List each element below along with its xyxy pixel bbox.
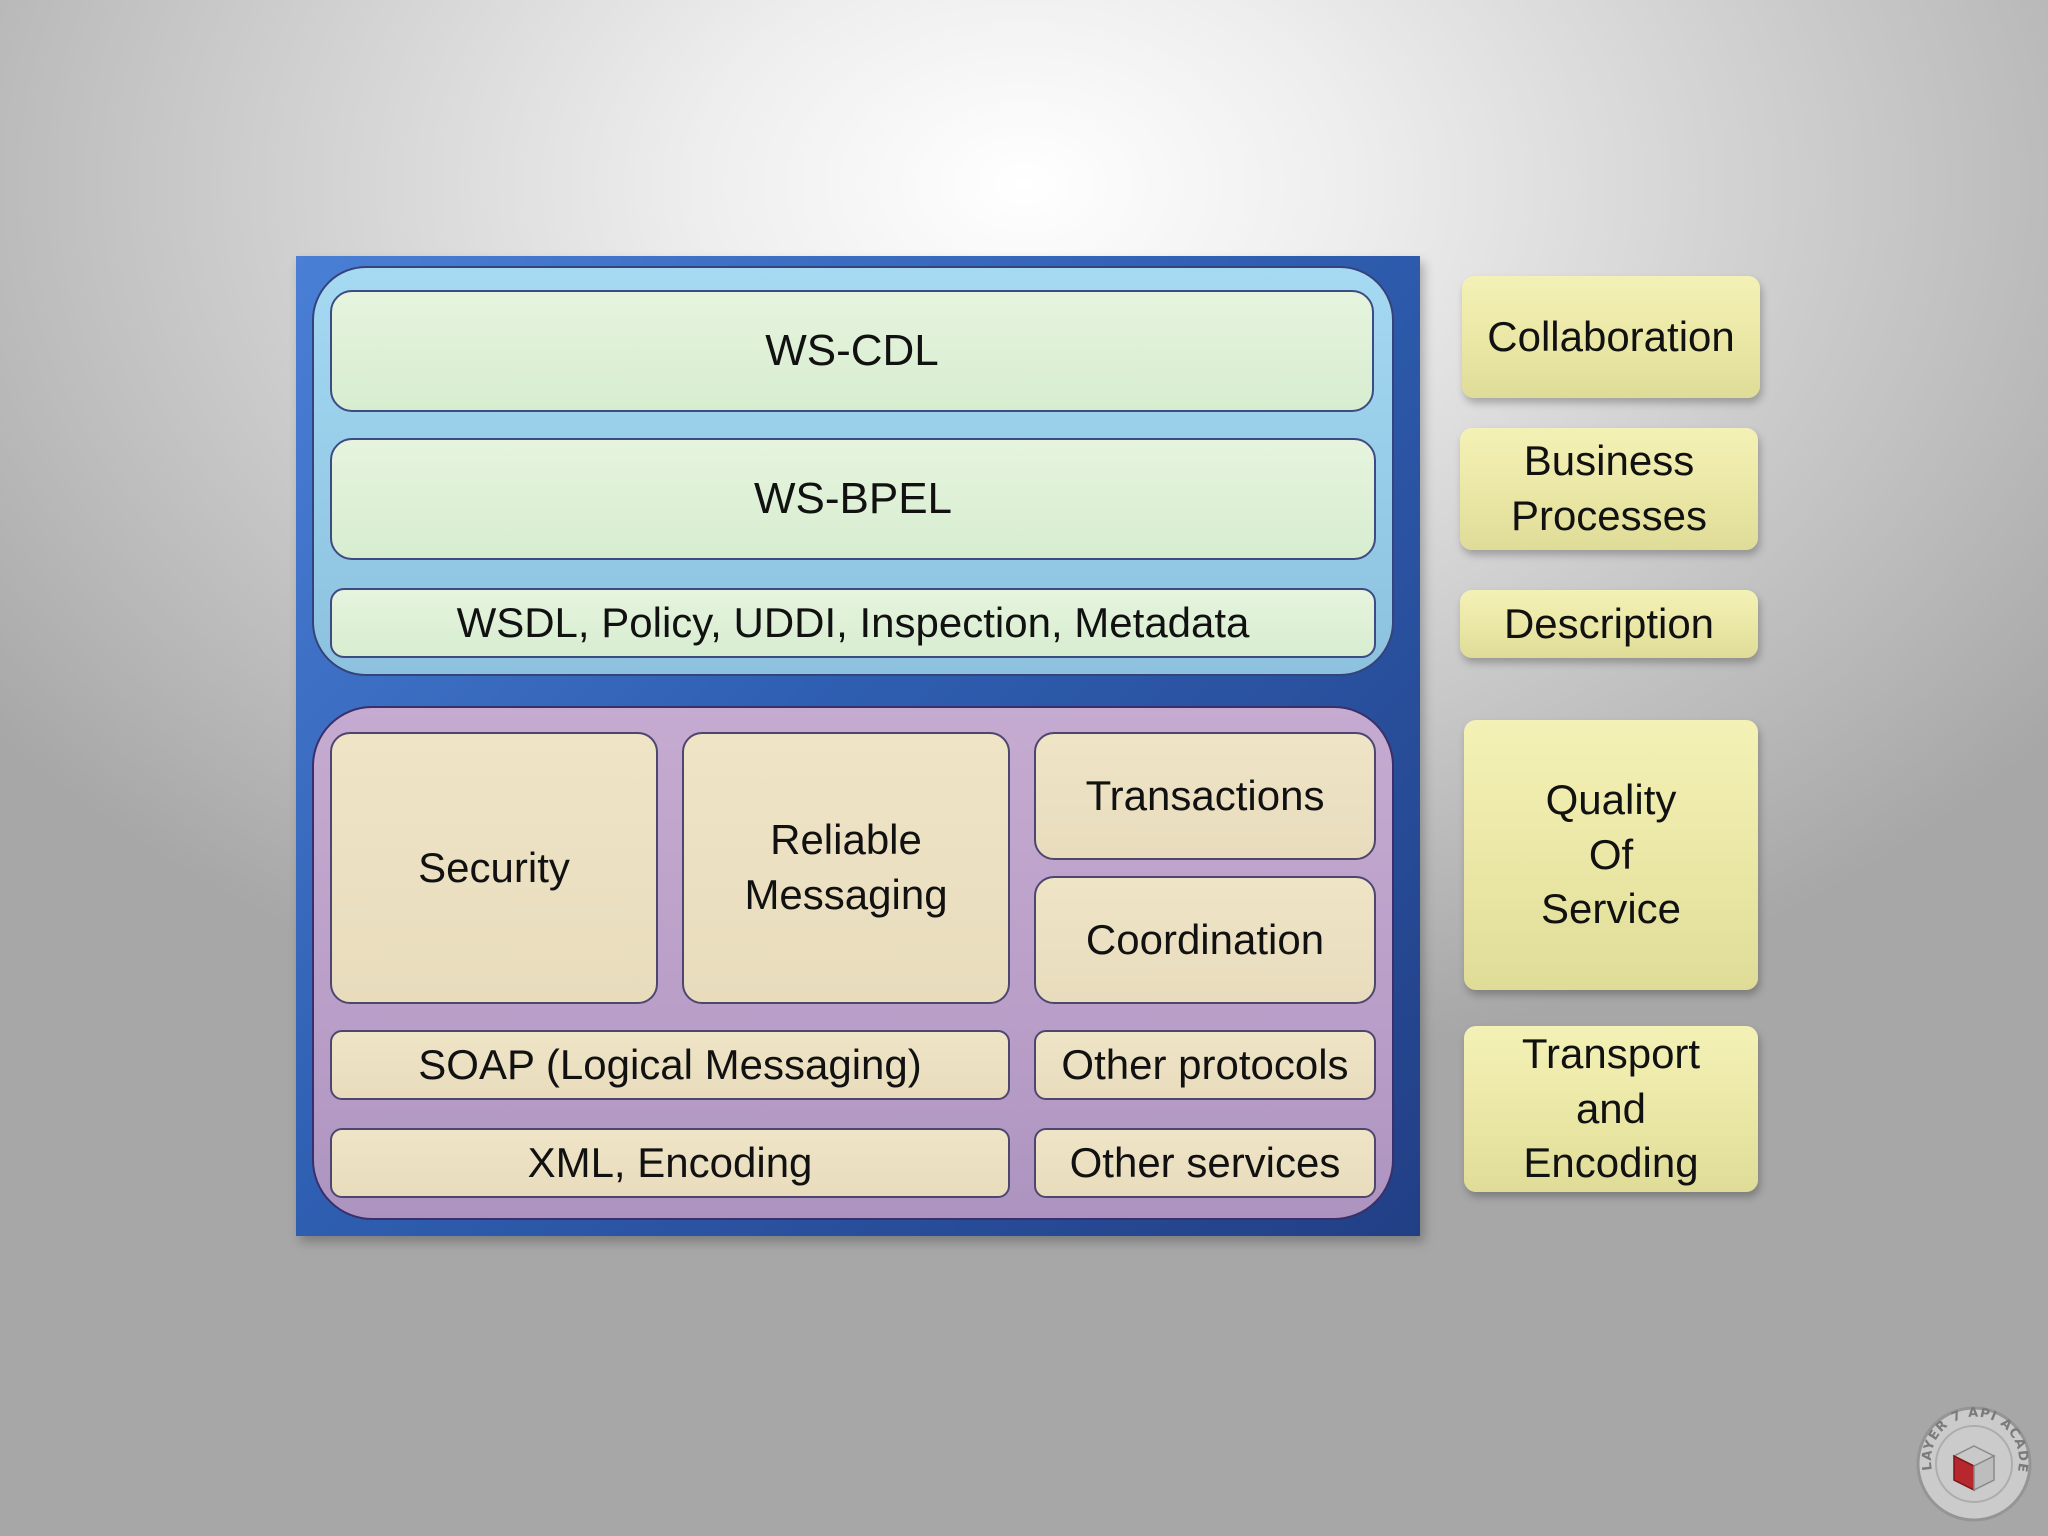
category-transport-and-encoding: Transport and Encoding [1464, 1026, 1758, 1192]
security-box: Security [330, 732, 658, 1004]
soap-label: SOAP (Logical Messaging) [418, 1040, 922, 1088]
description-specs-label: WSDL, Policy, UDDI, Inspection, Metadata [456, 599, 1250, 646]
category-quality-of-service-label: Quality Of Service [1540, 776, 1682, 933]
category-business-processes-label: Business Processes [1510, 437, 1708, 539]
transactions-box: Transactions [1034, 732, 1376, 860]
other-services-label: Other services [1069, 1138, 1341, 1186]
transactions-label: Transactions [1085, 771, 1325, 819]
category-quality-of-service: Quality Of Service [1464, 720, 1758, 990]
description-specs-box: WSDL, Policy, UDDI, Inspection, Metadata [330, 588, 1376, 658]
category-collaboration-label: Collaboration [1487, 312, 1735, 360]
api-academy-logo: LAYER 7 API ACADEMY [1907, 1393, 2034, 1524]
other-protocols-box: Other protocols [1034, 1030, 1376, 1100]
cube-logo-icon: LAYER 7 API ACADEMY [1907, 1393, 2032, 1522]
security-label: Security [418, 843, 570, 891]
ws-cdl-box: WS-CDL [330, 290, 1374, 412]
category-collaboration: Collaboration [1462, 276, 1760, 398]
xml-encoding-box: XML, Encoding [330, 1128, 1010, 1198]
category-transport-and-encoding-label: Transport and Encoding [1521, 1030, 1701, 1187]
soap-box: SOAP (Logical Messaging) [330, 1030, 1010, 1100]
other-services-box: Other services [1034, 1128, 1376, 1198]
reliable-messaging-box: Reliable Messaging [682, 732, 1010, 1004]
coordination-box: Coordination [1034, 876, 1376, 1004]
category-description: Description [1460, 590, 1758, 658]
ws-bpel-box: WS-BPEL [330, 438, 1376, 560]
ws-cdl-label: WS-CDL [765, 326, 939, 375]
ws-bpel-label: WS-BPEL [753, 474, 953, 523]
reliable-messaging-label: Reliable Messaging [744, 816, 948, 918]
coordination-label: Coordination [1085, 915, 1325, 963]
other-protocols-label: Other protocols [1061, 1040, 1349, 1088]
category-description-label: Description [1503, 599, 1715, 647]
xml-encoding-label: XML, Encoding [527, 1138, 813, 1186]
category-business-processes: Business Processes [1460, 428, 1758, 550]
